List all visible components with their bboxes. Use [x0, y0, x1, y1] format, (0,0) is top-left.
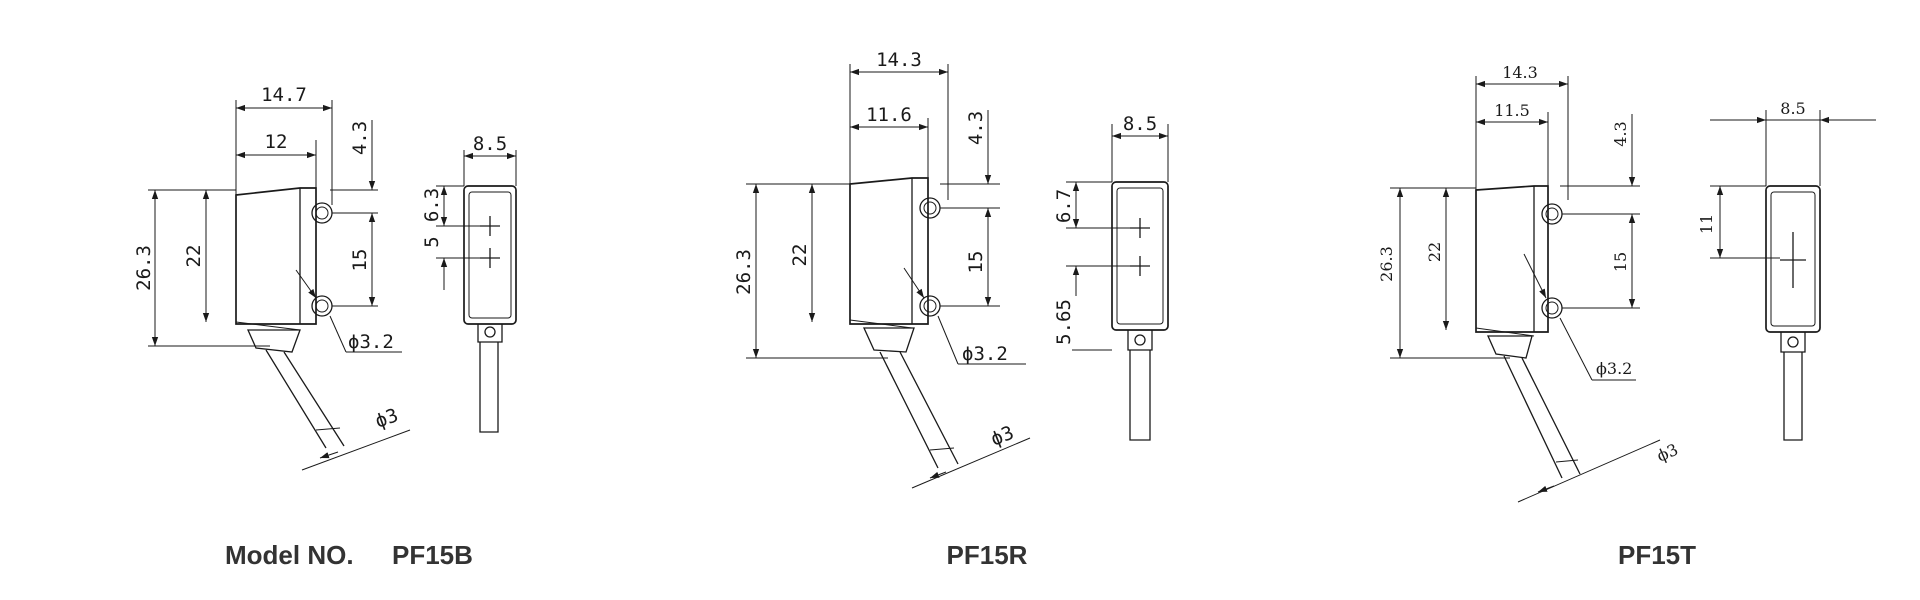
pf15t-hole-dia-label: ϕ3.2	[1596, 359, 1632, 378]
pf15b-top-offset-label: 4.3	[349, 121, 371, 155]
pf15r-height-label: 26.3	[733, 249, 755, 295]
pf15b-front-view: 8.5 6.3 5	[421, 133, 517, 433]
pf15b-lower-offset-label: 5	[421, 236, 443, 247]
pf15t-inner-width-label: 11.5	[1494, 101, 1530, 120]
pf15b-cable-dia-label: ϕ3	[372, 404, 401, 433]
pf15t-front-width-label: 8.5	[1780, 99, 1805, 118]
pf15r-side-view: 14.3 11.6 26.3 22 4.3 15	[733, 49, 1031, 489]
pf15r-hole-dia-label: ϕ3.2	[962, 343, 1008, 365]
pf15t-upper-offset-label: 11	[1697, 214, 1716, 234]
pf15t-hole-spacing-label: 15	[1611, 252, 1630, 272]
pf15t-top-offset-label: 4.3	[1611, 121, 1630, 146]
pf15r-upper-offset-label: 6.7	[1053, 189, 1075, 223]
pf15t-cable-dia-label: ϕ3	[1654, 440, 1681, 466]
pf15r-cable-dia-label: ϕ3	[988, 422, 1017, 451]
pf15b-drawing: 14.7 12 26.3 22 4.3 15 ϕ	[133, 84, 517, 471]
pf15b-hole-dia-label: ϕ3.2	[348, 331, 394, 353]
pf15t-height-label: 26.3	[1377, 246, 1396, 282]
pf15r-width-label: 14.3	[876, 49, 922, 71]
pf15r-hole-spacing-label: 15	[965, 251, 987, 274]
pf15b-hole-spacing-label: 15	[349, 249, 371, 272]
pf15r-inner-width-label: 11.6	[866, 104, 912, 126]
pf15b-width-label: 14.7	[261, 84, 307, 106]
model-name-pf15r: PF15R	[947, 540, 1028, 570]
pf15r-body-height-label: 22	[789, 244, 811, 267]
pf15b-side-view: 14.7 12 26.3 22 4.3 15 ϕ	[133, 84, 411, 471]
model-name-pf15t: PF15T	[1618, 540, 1696, 570]
pf15t-body-height-label: 22	[1425, 242, 1444, 262]
pf15r-top-offset-label: 4.3	[965, 111, 987, 145]
model-number-label: Model NO.	[225, 540, 354, 570]
pf15t-front-view: 8.5 11	[1697, 99, 1876, 441]
pf15t-width-label: 14.3	[1502, 63, 1538, 82]
pf15t-side-view: 14.3 11.5 26.3 22 4.3 15	[1377, 63, 1681, 503]
pf15b-height-label: 26.3	[133, 245, 155, 291]
pf15b-front-width-label: 8.5	[473, 133, 507, 155]
pf15b-body-height-label: 22	[183, 245, 205, 268]
pf15t-drawing: 14.3 11.5 26.3 22 4.3 15	[1377, 63, 1876, 503]
pf15r-drawing: 14.3 11.6 26.3 22 4.3 15	[733, 49, 1169, 489]
pf15r-front-view: 8.5 6.7 5.65	[1053, 113, 1169, 441]
pf15r-front-width-label: 8.5	[1123, 113, 1157, 135]
pf15b-inner-width-label: 12	[265, 131, 288, 153]
model-name-pf15b: PF15B	[392, 540, 473, 570]
pf15r-lower-offset-label: 5.65	[1053, 299, 1075, 345]
pf15b-upper-offset-label: 6.3	[421, 188, 443, 222]
